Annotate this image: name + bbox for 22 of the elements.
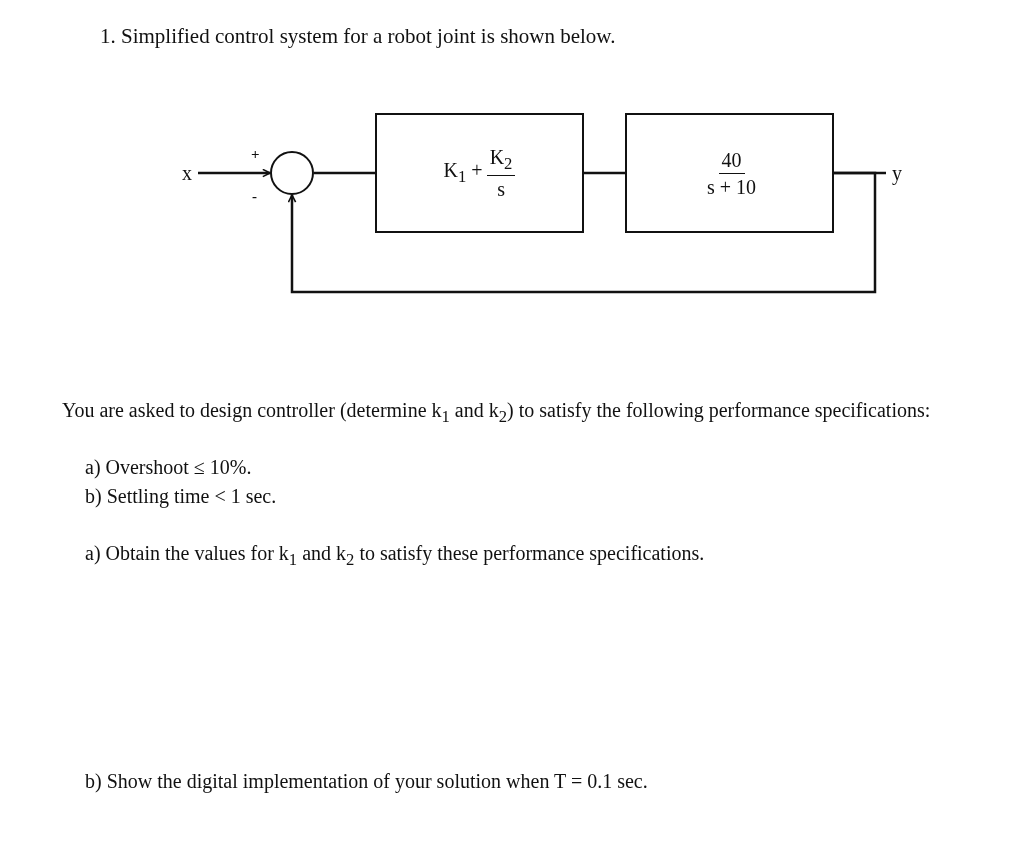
question-text: a) Overshoot ≤ 10%. [85, 455, 252, 480]
numerator: K$_{2}$ [486, 144, 516, 176]
question-text: b) Settling time < 1 sec. [85, 484, 277, 509]
signal-arrow [287, 171, 877, 294]
denominator: s + 10 [706, 174, 757, 200]
signal-line [314, 171, 375, 175]
question-text: a) Obtain the values for k$_{1}$ and k$_{2}$ to satisfy these performance specifications. [85, 541, 705, 571]
numerator: 40 [718, 146, 745, 174]
gain-term: K$_{1}$ + [443, 159, 483, 187]
signal-line [584, 171, 625, 175]
question-text: You are asked to design controller (determine k$_{1}$ and k$_{2}$) to satisfy the following performance specifications: [62, 398, 932, 428]
signal-label: x [182, 161, 192, 185]
signal-label: y [892, 161, 902, 185]
denominator: s [497, 176, 505, 202]
transfer-function-block [625, 113, 834, 233]
signal-arrow [198, 168, 271, 178]
transfer-function-block [375, 113, 584, 233]
sign-label: - [252, 188, 257, 205]
question-text: b) Show the digital implementation of your solution when T = 0.1 sec. [85, 769, 648, 794]
question-title: 1. Simplified control system for a robot joint is shown below. [100, 24, 616, 49]
summing-junction [270, 151, 314, 195]
sign-label: + [251, 146, 260, 163]
